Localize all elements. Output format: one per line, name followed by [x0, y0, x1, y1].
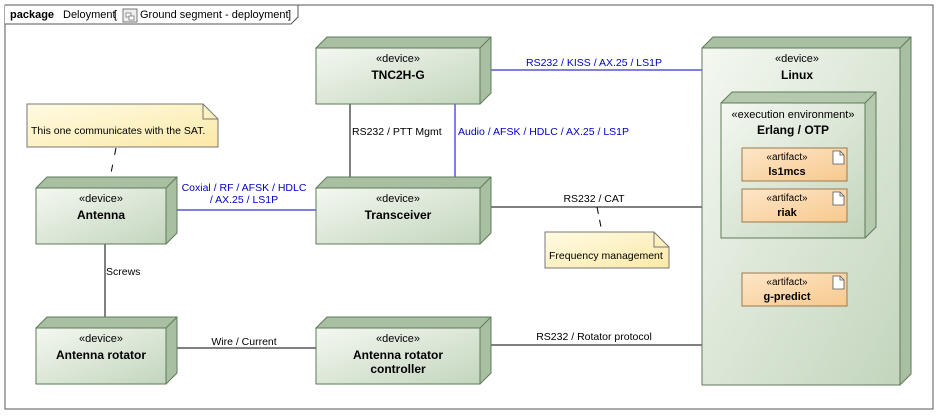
rotator-stereotype: «device» — [79, 333, 123, 345]
label-trx-linux: RS232 / CAT — [563, 193, 625, 205]
connections — [104, 69, 702, 349]
device-antenna[interactable]: «device» Antenna — [35, 176, 178, 245]
frame-name: Deloyment — [63, 9, 116, 21]
artifact-icon — [832, 275, 845, 290]
note-freq-text: Frequency management — [549, 250, 663, 262]
artifact-icon — [832, 150, 845, 165]
artifact-riak[interactable]: «artifact» riak — [741, 188, 848, 223]
note-sat[interactable]: This one communicates with the SAT. — [26, 103, 219, 148]
note-sat-text: This one communicates with the SAT. — [31, 125, 205, 137]
label-tnc-linux: RS232 / KISS / AX.25 / LS1P — [526, 57, 662, 69]
ls1mcs-stereotype: «artifact» — [766, 152, 808, 163]
artifact-g-predict[interactable]: «artifact» g-predict — [741, 272, 848, 307]
transceiver-stereotype: «device» — [376, 193, 420, 205]
gpredict-name: g-predict — [763, 291, 810, 303]
frame-bracket-open: [ — [114, 9, 117, 21]
note-anchor-sat — [109, 147, 117, 179]
label-ant-trx-2: / AX.25 / LS1P — [210, 194, 278, 206]
label-ant-rot: Screws — [106, 266, 140, 278]
label-rot-ctrl: Wire / Current — [211, 336, 276, 348]
riak-stereotype: «artifact» — [766, 193, 808, 204]
label-tnc-trx-audio: Audio / AFSK / HDLC / AX.25 / LS1P — [458, 126, 629, 138]
device-transceiver[interactable]: «device» Transceiver — [315, 176, 492, 245]
label-ant-trx-1: Coxial / RF / AFSK / HDLC — [182, 182, 307, 194]
svg-text:package: package — [10, 9, 54, 21]
frame-keyword: package — [10, 9, 54, 21]
diagram-icon — [122, 8, 138, 23]
erlang-stereotype: «execution environment» — [732, 109, 855, 121]
transceiver-name: Transceiver — [365, 208, 432, 222]
device-antenna-rotator-controller[interactable]: «device» Antenna rotator controller — [315, 316, 492, 385]
linux-name: Linux — [781, 68, 813, 82]
artifact-ls1mcs[interactable]: «artifact» ls1mcs — [741, 147, 848, 182]
artifact-icon — [832, 191, 845, 206]
riak-name: riak — [777, 207, 797, 219]
device-antenna-rotator[interactable]: «device» Antenna rotator — [35, 316, 178, 385]
controller-name-line1: Antenna rotator — [353, 348, 443, 362]
controller-stereotype: «device» — [376, 333, 420, 345]
frame-bracket-close: ] — [288, 9, 291, 21]
note-anchor-freq — [596, 206, 603, 233]
erlang-name: Erlang / OTP — [757, 123, 829, 137]
controller-name-line2: controller — [370, 362, 426, 376]
tnc-stereotype: «device» — [376, 53, 420, 65]
device-tnc2h-g[interactable]: «device» TNC2H-G — [315, 36, 492, 105]
ls1mcs-name: ls1mcs — [768, 166, 805, 178]
linux-stereotype: «device» — [775, 53, 819, 65]
gpredict-stereotype: «artifact» — [766, 277, 808, 288]
rotator-name: Antenna rotator — [56, 348, 146, 362]
frame-diagram-name: Ground segment - deployment — [140, 9, 289, 21]
antenna-name: Antenna — [77, 208, 125, 222]
note-freq[interactable]: Frequency management — [544, 231, 670, 269]
label-ctrl-linux: RS232 / Rotator protocol — [536, 331, 652, 343]
tnc-name: TNC2H-G — [371, 68, 424, 82]
label-tnc-trx-ptt: RS232 / PTT Mgmt — [352, 126, 442, 138]
antenna-stereotype: «device» — [79, 193, 123, 205]
